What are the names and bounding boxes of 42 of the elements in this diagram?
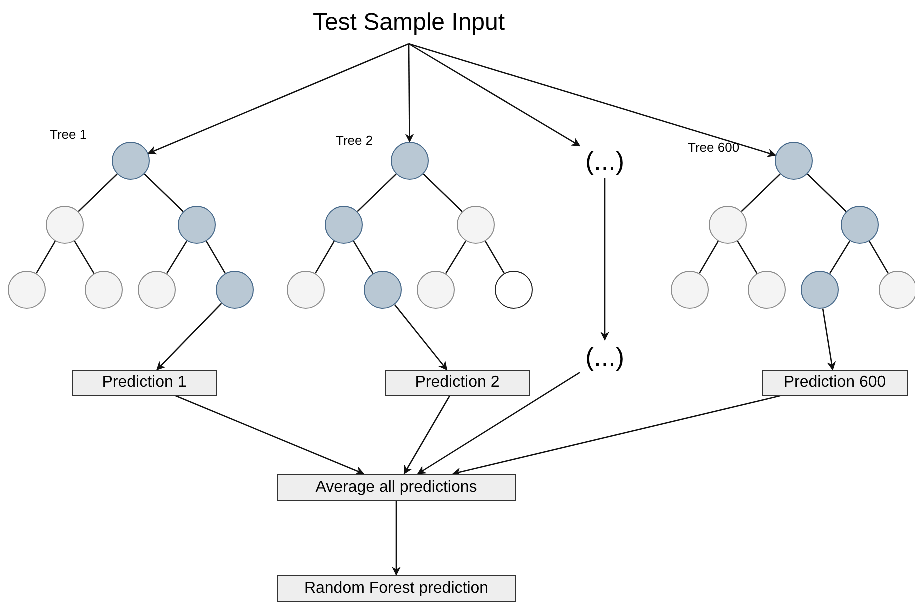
connector-line bbox=[485, 241, 505, 274]
connector-line bbox=[357, 174, 397, 212]
connector-line bbox=[423, 174, 463, 212]
process-box: Average all predictions bbox=[277, 474, 516, 501]
tree-label: Tree 600 bbox=[688, 141, 740, 154]
connector-line bbox=[807, 174, 847, 212]
connector-line bbox=[74, 240, 95, 274]
connector-line bbox=[315, 241, 335, 274]
arrow bbox=[408, 43, 581, 147]
connector-line bbox=[829, 240, 851, 274]
process-box: Random Forest prediction bbox=[277, 575, 516, 602]
tree-label: Tree 1 bbox=[50, 128, 88, 141]
arrow bbox=[408, 43, 777, 158]
process-box: Prediction 600 bbox=[762, 370, 908, 396]
arrow bbox=[404, 396, 450, 475]
arrow bbox=[392, 501, 401, 576]
connector-line bbox=[206, 241, 226, 274]
arrow bbox=[176, 395, 365, 476]
ellipsis-label: (...) bbox=[580, 144, 630, 178]
connector-line bbox=[699, 241, 719, 274]
arrow bbox=[600, 178, 610, 341]
connector-line bbox=[445, 240, 467, 274]
arrow bbox=[156, 303, 222, 371]
connector-line bbox=[869, 241, 889, 274]
connector-line bbox=[741, 174, 781, 212]
connector-line bbox=[353, 240, 374, 274]
connector-line bbox=[144, 174, 184, 212]
process-box: Prediction 2 bbox=[385, 370, 530, 396]
arrow bbox=[417, 372, 580, 475]
connector-line bbox=[166, 240, 188, 274]
ellipsis-label: (...) bbox=[580, 340, 630, 374]
input-label: Test Sample Input bbox=[290, 6, 528, 40]
arrow bbox=[148, 43, 410, 155]
arrow bbox=[452, 395, 781, 476]
connector-line bbox=[78, 174, 118, 212]
connector-line bbox=[737, 240, 758, 274]
process-box: Prediction 1 bbox=[72, 370, 217, 396]
connector-line bbox=[36, 241, 56, 274]
arrow bbox=[405, 44, 414, 143]
arrow bbox=[394, 304, 448, 371]
arrow bbox=[822, 308, 836, 371]
tree-label: Tree 2 bbox=[336, 134, 374, 147]
